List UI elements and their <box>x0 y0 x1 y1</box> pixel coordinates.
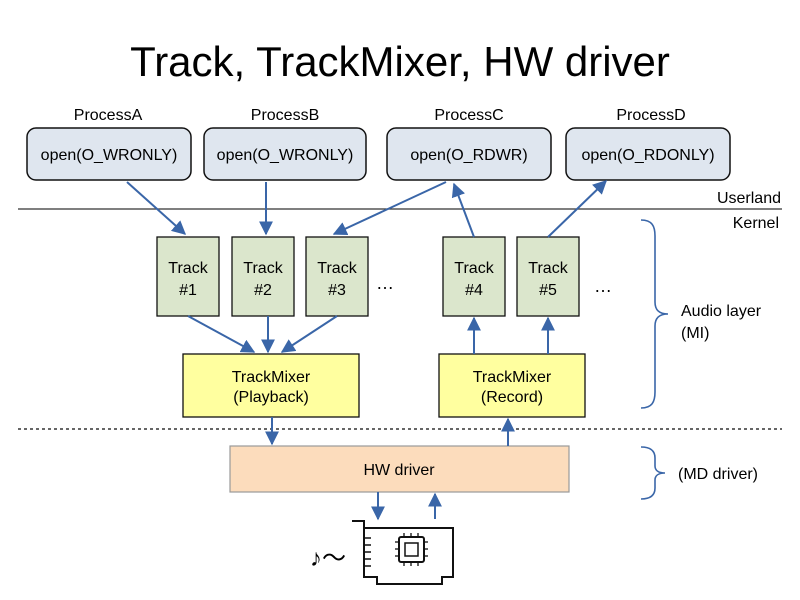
md-driver-label: (MD driver) <box>678 466 758 483</box>
process-a-box: open(O_WRONLY) <box>26 127 192 181</box>
track-1-box: Track #1 <box>156 236 220 317</box>
hw-driver-label: HW driver <box>363 462 435 479</box>
arrow-track4-to-processc <box>451 182 475 238</box>
track-5-label: Track <box>528 260 568 277</box>
process-b-label: ProcessB <box>251 107 319 124</box>
trackmixer-record-box: TrackMixer (Record) <box>438 353 586 418</box>
track-4-label: Track <box>454 260 494 277</box>
track-2-box: Track #2 <box>231 236 295 317</box>
track-1-label: Track <box>168 260 208 277</box>
arrow-track3-to-playback-mixer <box>280 315 338 353</box>
track-4-box: Track #4 <box>442 236 506 317</box>
arrow-processa-to-track1 <box>126 181 187 235</box>
userland-label: Userland <box>717 190 781 207</box>
arrow-track5-to-processd <box>547 180 608 238</box>
arrow-processc-to-track3 <box>332 181 447 236</box>
process-b-call: open(O_WRONLY) <box>217 147 354 164</box>
process-a-label: ProcessA <box>74 107 143 124</box>
process-c-box: open(O_RDWR) <box>386 127 552 181</box>
kernel-label: Kernel <box>733 215 779 232</box>
playback-tracks-ellipsis: … <box>376 273 394 293</box>
trackmixer-playback-label: TrackMixer <box>232 369 311 386</box>
sound-symbol: ♪～ <box>310 545 346 572</box>
hw-driver-box: HW driver <box>229 445 570 493</box>
track-4-number: #4 <box>465 282 483 299</box>
trackmixer-playback-mode: (Playback) <box>233 389 309 406</box>
diagram-title: Track, TrackMixer, HW driver <box>130 38 670 85</box>
audio-layer-label: Audio layer <box>681 303 762 320</box>
process-d-call: open(O_RDONLY) <box>581 147 714 164</box>
track-3-number: #3 <box>328 282 346 299</box>
track-3-label: Track <box>317 260 357 277</box>
trackmixer-record-mode: (Record) <box>481 389 543 406</box>
md-driver-brace <box>640 446 666 500</box>
process-d-box: open(O_RDONLY) <box>565 127 731 181</box>
record-tracks-ellipsis: … <box>594 276 612 296</box>
process-c-call: open(O_RDWR) <box>410 147 527 164</box>
track-3-box: Track #3 <box>305 236 369 317</box>
track-2-label: Track <box>243 260 283 277</box>
process-d-label: ProcessD <box>616 107 685 124</box>
audio-layer-brace <box>640 219 669 409</box>
track-5-box: Track #5 <box>516 236 580 317</box>
track-2-number: #2 <box>254 282 272 299</box>
track-5-number: #5 <box>539 282 557 299</box>
track-1-number: #1 <box>179 282 197 299</box>
process-a-call: open(O_WRONLY) <box>41 147 178 164</box>
process-c-label: ProcessC <box>434 107 503 124</box>
trackmixer-record-label: TrackMixer <box>473 369 552 386</box>
trackmixer-playback-box: TrackMixer (Playback) <box>182 353 360 418</box>
sound-card-icon <box>352 520 454 585</box>
audio-layer-sublabel: (MI) <box>681 325 709 342</box>
process-b-box: open(O_WRONLY) <box>203 127 367 181</box>
arrow-track1-to-playback-mixer <box>187 315 256 353</box>
arrows <box>126 180 608 521</box>
